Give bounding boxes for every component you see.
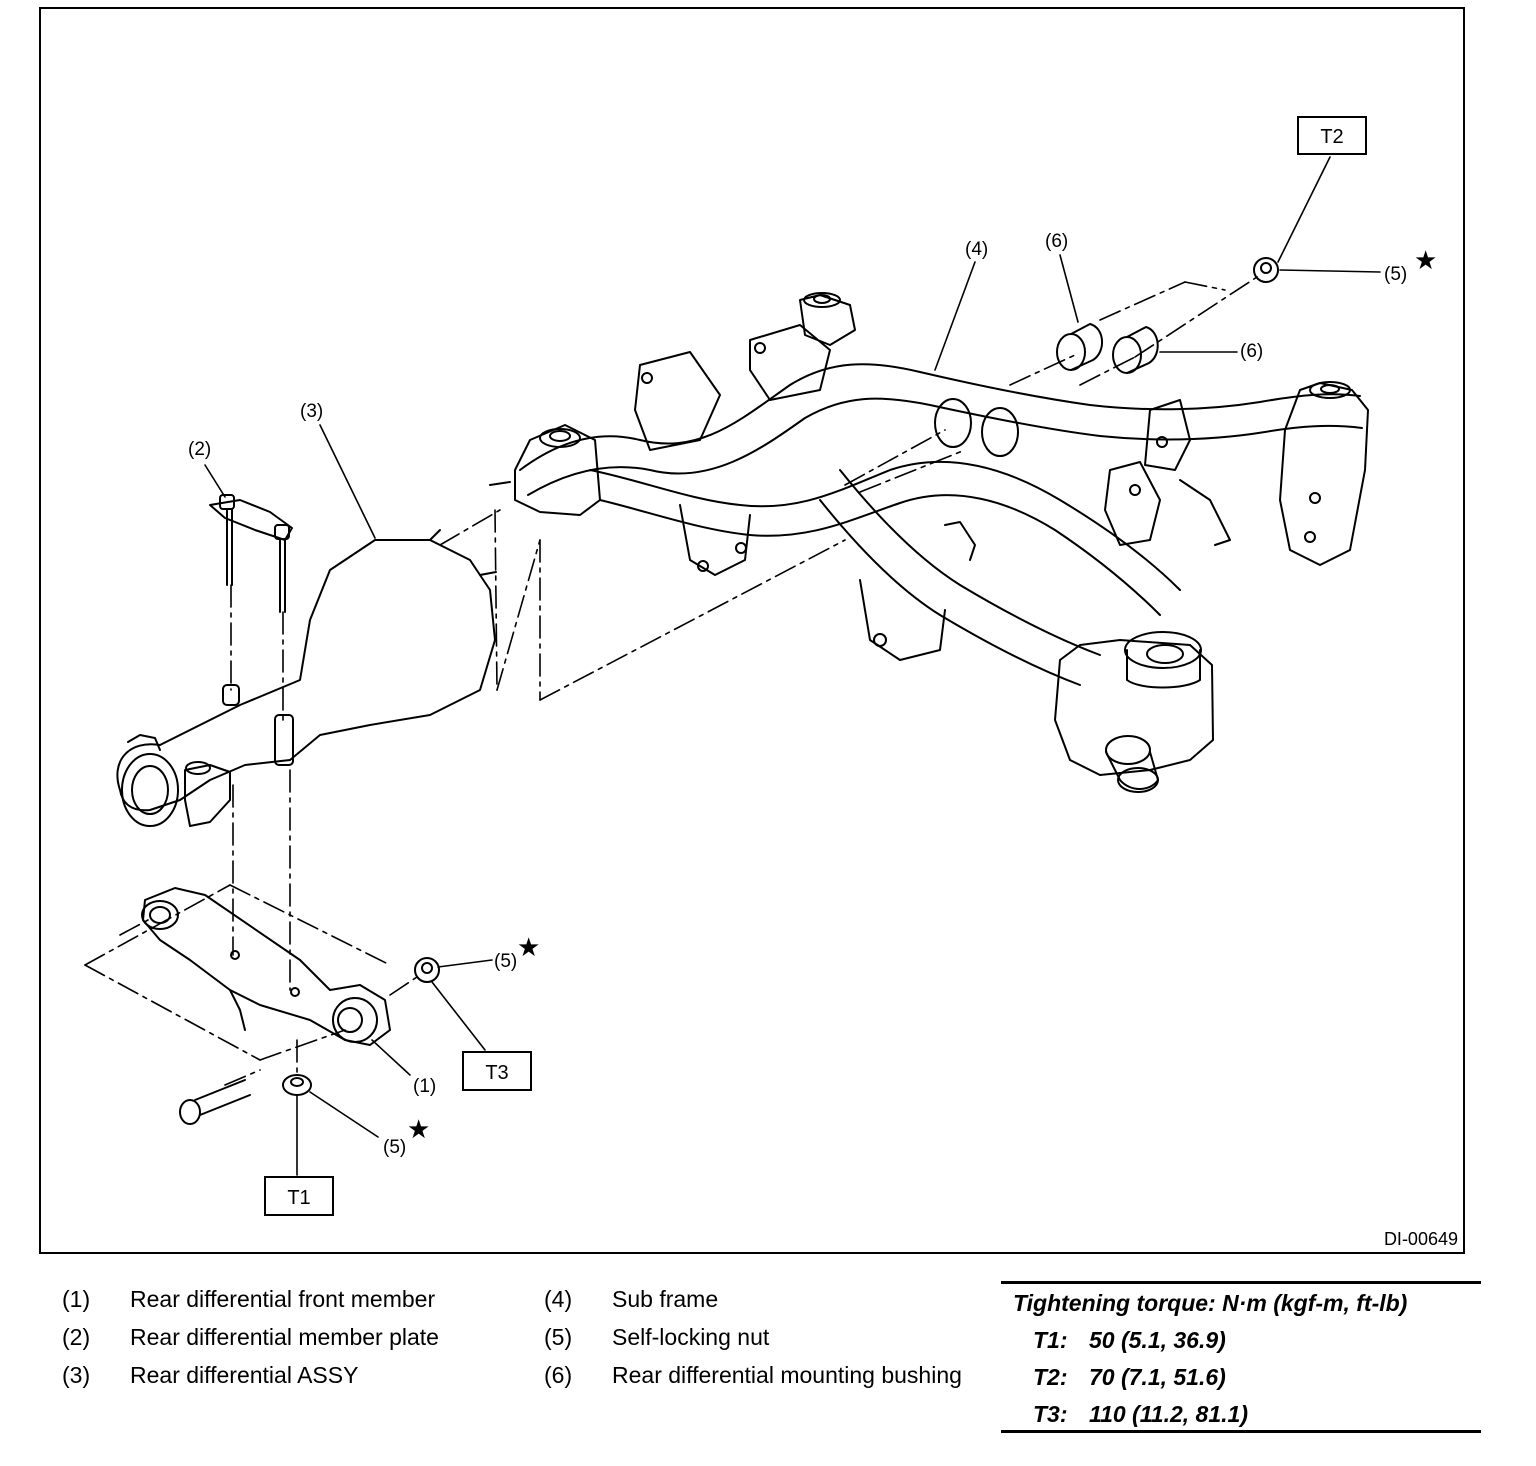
legend-number: (4) <box>544 1286 573 1312</box>
callout-5-bottom: (5) <box>383 1137 406 1158</box>
torque-box-label: T1 <box>287 1187 310 1209</box>
diagram-frame <box>39 7 1465 1254</box>
member-plate-drawing <box>209 494 293 613</box>
torque-row: T2: 70 (7.1, 51.6) <box>1033 1364 1226 1391</box>
differential-assy-drawing <box>116 529 497 827</box>
star-icon: ★ <box>407 1115 430 1145</box>
callout-5-top: (5) <box>1384 264 1407 285</box>
tightening-torque-table: Tightening torque: N·m (kgf-m, ft-lb) T1… <box>1001 1281 1481 1433</box>
torque-box-t3: T3 <box>462 1051 532 1091</box>
callout-1: (1) <box>413 1076 436 1097</box>
torque-box-label: T3 <box>485 1062 508 1084</box>
torque-key: T2: <box>1033 1364 1068 1390</box>
legend-number: (5) <box>544 1324 573 1350</box>
torque-box-t1: T1 <box>264 1176 334 1216</box>
callout-3: (3) <box>300 401 323 422</box>
torque-box-label: T2 <box>1320 126 1343 148</box>
legend-label: Rear differential mounting bushing <box>612 1362 962 1388</box>
front-member-drawing <box>141 257 1279 1125</box>
torque-box-t2: T2 <box>1297 116 1367 155</box>
callout-5-middle: (5) <box>494 951 517 972</box>
star-icon: ★ <box>517 933 540 963</box>
leader-lines <box>204 156 1381 1176</box>
torque-table-title: Tightening torque: N·m (kgf-m, ft-lb) <box>1013 1290 1408 1316</box>
legend-label: Self-locking nut <box>612 1324 770 1350</box>
torque-row: T3: 110 (11.2, 81.1) <box>1033 1401 1248 1428</box>
torque-value: 110 (11.2, 81.1) <box>1089 1401 1248 1427</box>
legend-label: Sub frame <box>612 1286 719 1312</box>
star-icon: ★ <box>1414 246 1437 276</box>
sub-frame-drawing <box>489 292 1369 793</box>
torque-row: T1: 50 (5.1, 36.9) <box>1033 1327 1226 1354</box>
torque-value: 50 (5.1, 36.9) <box>1089 1327 1226 1353</box>
assembly-lines <box>84 274 1261 1086</box>
legend-number: (3) <box>62 1362 91 1388</box>
figure-reference-code: DI-00649 <box>1384 1229 1458 1249</box>
legend-number: (6) <box>544 1362 573 1388</box>
callout-2: (2) <box>188 439 211 460</box>
callout-6-right: (6) <box>1240 341 1263 362</box>
legend-label: Rear differential ASSY <box>130 1362 359 1388</box>
callout-4: (4) <box>965 239 988 260</box>
torque-key: T3: <box>1033 1401 1068 1427</box>
legend-number: (1) <box>62 1286 91 1312</box>
torque-value: 70 (7.1, 51.6) <box>1089 1364 1226 1390</box>
legend-number: (2) <box>62 1324 91 1350</box>
legend-label: Rear differential member plate <box>130 1324 439 1350</box>
legend-label: Rear differential front member <box>130 1286 436 1312</box>
callout-6-left: (6) <box>1045 231 1068 252</box>
torque-key: T1: <box>1033 1327 1068 1353</box>
